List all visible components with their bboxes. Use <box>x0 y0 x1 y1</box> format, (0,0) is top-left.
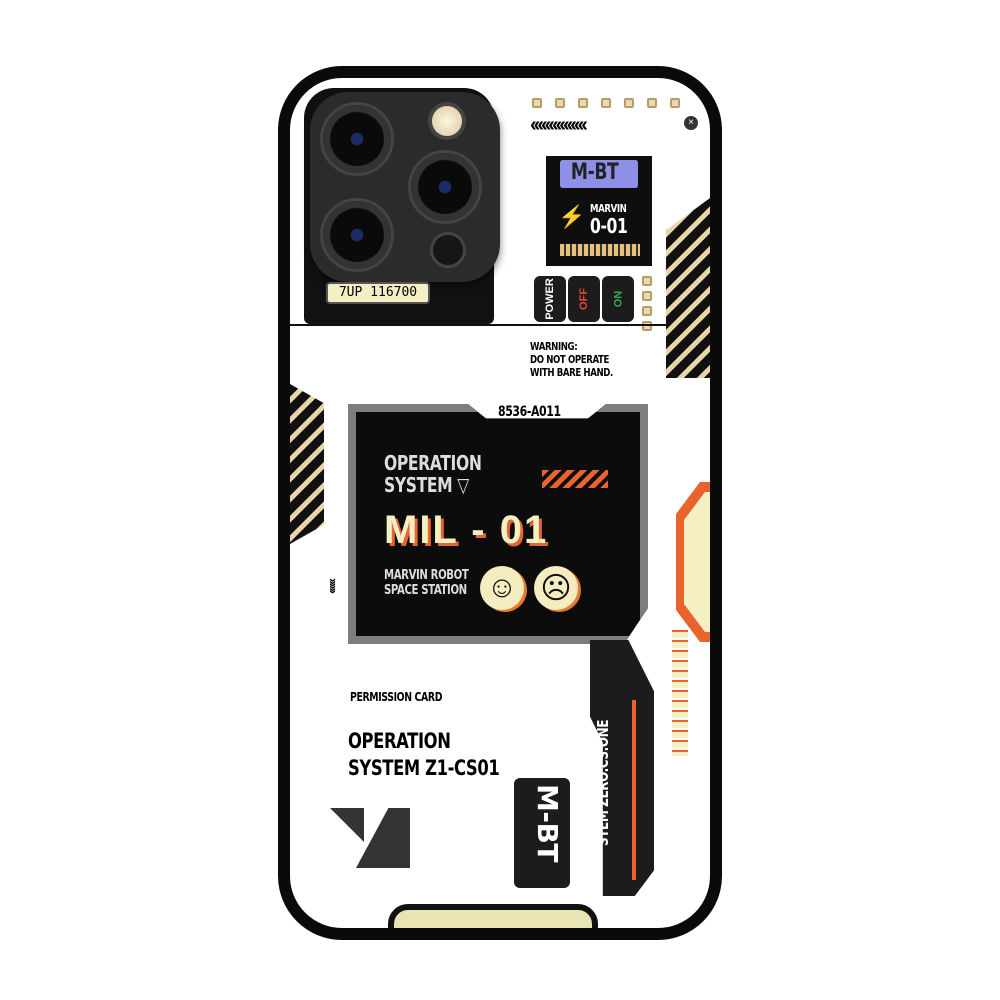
close-icon: × <box>684 116 698 130</box>
power-button[interactable]: POWER <box>534 276 566 322</box>
off-button[interactable]: OFF <box>568 276 600 322</box>
mbt-logo: M-BT <box>514 778 570 888</box>
badge-name: MARVIN <box>590 202 627 215</box>
serial-display: 7UP 116700 <box>326 282 430 304</box>
lens-icon <box>408 150 482 224</box>
circuit-line <box>290 324 670 326</box>
led-column <box>642 276 652 331</box>
on-button[interactable]: ON <box>602 276 634 322</box>
happy-face-icon: ☺ <box>480 566 524 610</box>
led-column-small <box>672 630 688 756</box>
vertical-label: STEM ZERO.CS.ONE <box>594 719 612 846</box>
camera-module <box>310 92 500 282</box>
sensor-icon <box>430 232 466 268</box>
chevrons-down-icon: ›››››› <box>326 578 341 592</box>
mbt-badge: M-BT ⚡ MARVIN 0-01 <box>546 156 652 266</box>
flash-icon <box>428 102 466 140</box>
chevrons-left-icon: ‹‹‹‹‹‹‹‹‹‹‹‹‹‹‹ <box>530 114 588 136</box>
sad-face-icon: ☹ <box>534 566 578 610</box>
led-row <box>532 98 680 108</box>
corner-shape <box>356 808 410 868</box>
hex-panel <box>676 482 710 642</box>
hazard-stripes <box>666 198 710 378</box>
phone-case: 7UP 116700 ‹‹‹‹‹‹‹‹‹‹‹‹‹‹‹ × M-BT ⚡ MARV… <box>278 66 722 940</box>
model-title: MIL - 01 <box>384 508 549 552</box>
corner-triangle <box>330 808 364 842</box>
badge-barcode <box>560 244 640 256</box>
hazard-stripes <box>290 384 324 544</box>
badge-code: 0-01 <box>590 214 628 238</box>
lightning-shield-icon: ⚡ <box>558 204 586 229</box>
orange-stripes <box>542 470 608 488</box>
lens-icon <box>320 198 394 272</box>
badge-title: M-BT <box>560 160 638 188</box>
screen-tag: 8536-A011 <box>498 404 561 420</box>
permission-label: PERMISSION CARD <box>350 690 443 704</box>
bottom-tab <box>388 904 598 928</box>
lens-icon <box>320 102 394 176</box>
